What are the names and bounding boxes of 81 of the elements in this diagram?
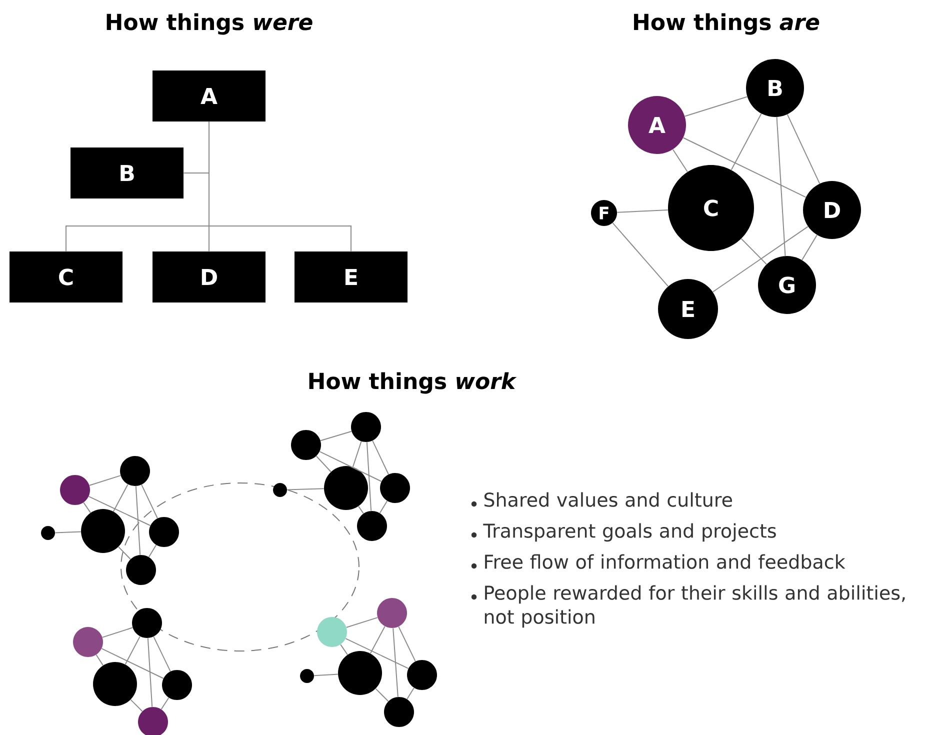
- bullet-text: Shared values and culture: [484, 492, 732, 507]
- connector-line: [682, 137, 806, 198]
- circle: [300, 669, 314, 683]
- connector-line: [96, 654, 104, 666]
- circle: [41, 526, 55, 540]
- circle: [120, 456, 150, 486]
- connector-line: [118, 546, 131, 560]
- connector-line: [208, 121, 352, 252]
- connector-line: [314, 674, 338, 676]
- circle: [81, 509, 125, 553]
- connector-line: [406, 687, 414, 700]
- circle: [407, 660, 437, 690]
- connector-line: [340, 644, 348, 656]
- org-box: A: [152, 70, 266, 122]
- connector-line: [320, 430, 352, 442]
- connector-line: [148, 544, 157, 558]
- circle: [338, 651, 382, 695]
- connector-line: [346, 617, 378, 628]
- connector-line: [316, 456, 332, 472]
- circle: [317, 617, 347, 647]
- connector-line: [802, 234, 818, 260]
- connector-line: [83, 502, 91, 514]
- connector-line: [319, 451, 382, 482]
- connector-line: [379, 500, 388, 514]
- circle: [291, 430, 321, 460]
- circle: [380, 473, 410, 503]
- connector-line: [740, 238, 767, 265]
- bullet-text: Free flow of information and feedback: [485, 554, 846, 569]
- heading: How things are: [634, 13, 820, 35]
- connector-line: [54, 531, 82, 534]
- connector-line: [130, 699, 143, 712]
- circle: [162, 670, 192, 700]
- connector-line: [352, 440, 362, 468]
- heading: How things work: [309, 372, 517, 394]
- connector-line: [89, 475, 122, 486]
- circle: [357, 511, 387, 541]
- connector-line: [366, 442, 372, 512]
- connector-line: [345, 638, 409, 669]
- org-box: D: [152, 252, 266, 302]
- org-box: B: [70, 148, 184, 198]
- connector-line: [112, 484, 128, 512]
- org-box: E: [294, 252, 408, 302]
- connector-line: [286, 488, 324, 490]
- circle: [60, 475, 90, 505]
- connector-line: [712, 226, 808, 292]
- circle: [351, 412, 381, 442]
- connector-line: [786, 114, 820, 184]
- connector-line: [776, 116, 786, 256]
- circle: [384, 697, 414, 727]
- bullet-text: Transparent goals and projects: [483, 523, 776, 542]
- connector-line: [135, 486, 141, 556]
- circle: [73, 627, 103, 657]
- connector-line: [124, 636, 140, 665]
- connector-line: [672, 148, 688, 172]
- connector-line: [160, 697, 170, 710]
- connector-line: [101, 648, 164, 679]
- connector-line: [612, 222, 669, 287]
- bullet-text: People rewarded for their skills and abilities, not position: [484, 585, 905, 628]
- heading: How things were: [106, 13, 312, 35]
- connector-line: [358, 506, 364, 514]
- connector-line: [398, 626, 416, 662]
- circle: [132, 608, 162, 638]
- connector-line: [102, 627, 134, 638]
- circle: [93, 662, 137, 706]
- connector-line: [88, 496, 151, 526]
- circle: [324, 466, 368, 510]
- circle: [149, 517, 179, 547]
- org-box: C: [10, 252, 122, 302]
- connector-line: [372, 440, 389, 475]
- connector-line: [147, 638, 153, 708]
- circle: [126, 555, 156, 585]
- circle: [377, 598, 407, 628]
- connector-line: [684, 96, 748, 117]
- connector-line: [153, 636, 171, 672]
- connector-line: [730, 113, 762, 170]
- connector-line: [370, 626, 386, 654]
- connector-line: [141, 484, 158, 519]
- circle: [273, 483, 287, 497]
- connector-line: [392, 628, 398, 698]
- connector-line: [616, 210, 668, 213]
- connector-line: [375, 688, 389, 702]
